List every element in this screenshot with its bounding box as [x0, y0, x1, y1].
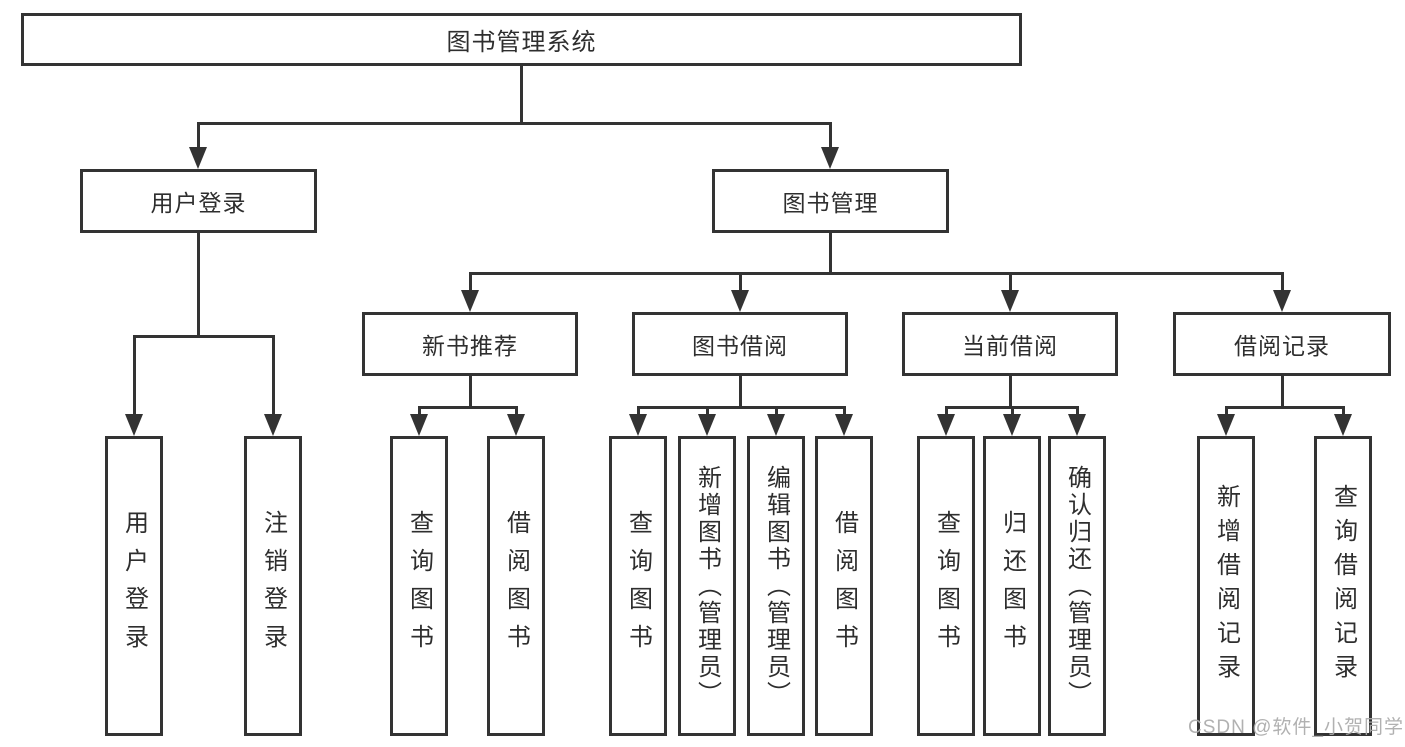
arrow-down-icon — [507, 414, 525, 436]
connector-drop — [706, 406, 709, 415]
node-book-borrow: 图书借阅 — [632, 312, 848, 376]
connector-level3-bar — [469, 272, 1284, 275]
node-book-management: 图书管理 — [712, 169, 949, 233]
node-user-login-action: 用户登录 — [105, 436, 163, 736]
connector-drop — [1009, 272, 1012, 291]
arrow-down-icon — [1217, 414, 1235, 436]
node-query-books-recommend: 查询图书 — [390, 436, 448, 736]
connector-drop — [1342, 406, 1345, 415]
connector-drop — [418, 406, 421, 415]
node-query-borrow-record: 查询借阅记录 — [1314, 436, 1372, 736]
node-edit-books-admin: 编辑图书（管理员） — [747, 436, 805, 736]
connector-drop — [1225, 406, 1228, 415]
arrow-down-icon — [767, 414, 785, 436]
arrow-down-icon — [1001, 290, 1019, 312]
connector-bar — [133, 335, 275, 338]
arrow-down-icon — [1334, 414, 1352, 436]
connector-stem — [1281, 376, 1284, 407]
connector-drop — [272, 335, 275, 415]
connector-bar — [1225, 406, 1345, 409]
arrow-down-icon — [1068, 414, 1086, 436]
connector-drop — [515, 406, 518, 415]
connector-level2-bar — [197, 122, 832, 125]
connector-drop — [739, 272, 742, 291]
connector-drop — [1076, 406, 1079, 415]
node-borrow-books: 借阅图书 — [815, 436, 873, 736]
arrow-down-icon — [125, 414, 143, 436]
arrow-down-icon — [410, 414, 428, 436]
node-new-book-recommend: 新书推荐 — [362, 312, 578, 376]
arrow-down-icon — [189, 147, 207, 169]
node-add-books-admin: 新增图书（管理员） — [678, 436, 736, 736]
connector-drop — [843, 406, 846, 415]
node-return-books: 归还图书 — [983, 436, 1041, 736]
arrow-down-icon — [731, 290, 749, 312]
connector-drop — [469, 272, 472, 291]
arrow-down-icon — [835, 414, 853, 436]
connector-drop — [133, 335, 136, 415]
connector-stem — [829, 233, 832, 273]
connector-drop — [637, 406, 640, 415]
node-add-borrow-record: 新增借阅记录 — [1197, 436, 1255, 736]
connector-drop — [1281, 272, 1284, 291]
node-library-system: 图书管理系统 — [21, 13, 1022, 66]
node-borrow-books-recommend: 借阅图书 — [487, 436, 545, 736]
connector-drop — [829, 122, 832, 149]
arrow-down-icon — [937, 414, 955, 436]
connector-bar — [418, 406, 518, 409]
arrow-down-icon — [1003, 414, 1021, 436]
connector-drop — [945, 406, 948, 415]
csdn-watermark: CSDN @软件_小贺同学 — [1188, 717, 1404, 738]
connector-stem — [469, 376, 472, 407]
connector-stem — [197, 233, 200, 335]
node-user-login: 用户登录 — [80, 169, 317, 233]
arrow-down-icon — [461, 290, 479, 312]
arrow-down-icon — [821, 147, 839, 169]
arrow-down-icon — [629, 414, 647, 436]
node-current-borrow: 当前借阅 — [902, 312, 1118, 376]
connector-drop — [1011, 406, 1014, 415]
node-confirm-return-admin: 确认归还（管理员） — [1048, 436, 1106, 736]
connector-drop — [775, 406, 778, 415]
connector-stem — [739, 376, 742, 407]
connector-root-stem — [520, 66, 523, 122]
node-query-books-borrow: 查询图书 — [609, 436, 667, 736]
arrow-down-icon — [264, 414, 282, 436]
node-query-books-current: 查询图书 — [917, 436, 975, 736]
arrow-down-icon — [1273, 290, 1291, 312]
node-borrow-records: 借阅记录 — [1173, 312, 1391, 376]
connector-stem — [1009, 376, 1012, 407]
node-logout-action: 注销登录 — [244, 436, 302, 736]
arrow-down-icon — [698, 414, 716, 436]
connector-drop — [197, 122, 200, 149]
connector-bar — [637, 406, 846, 409]
